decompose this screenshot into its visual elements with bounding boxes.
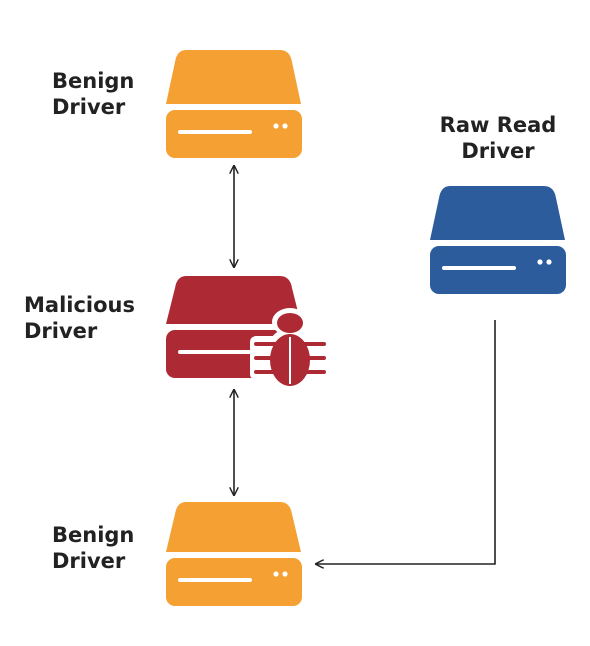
malicious-driver-line1: Malicious: [24, 293, 135, 317]
benign-driver-top-label: Benign Driver: [52, 68, 134, 120]
benign-driver-top-line2: Driver: [52, 95, 126, 119]
benign-driver-bottom-label: Benign Driver: [52, 522, 134, 574]
benign-driver-bottom-line2: Driver: [52, 549, 126, 573]
arrow-raw-read-to-benign-bottom: [316, 320, 496, 564]
benign-driver-top-icon: [166, 50, 302, 158]
benign-driver-bottom-line1: Benign: [52, 523, 135, 547]
malicious-driver-label: Malicious Driver: [24, 292, 135, 344]
raw-read-driver-label: Raw Read Driver: [418, 112, 578, 164]
benign-driver-top-line1: Benign: [52, 69, 135, 93]
raw-read-driver-line1: Raw Read: [439, 113, 557, 137]
raw-read-driver-line2: Driver: [461, 139, 535, 163]
raw-read-driver-icon: [430, 186, 566, 294]
bug-icon: [250, 308, 334, 392]
malicious-driver-line2: Driver: [24, 319, 98, 343]
benign-driver-bottom-icon: [166, 502, 302, 606]
